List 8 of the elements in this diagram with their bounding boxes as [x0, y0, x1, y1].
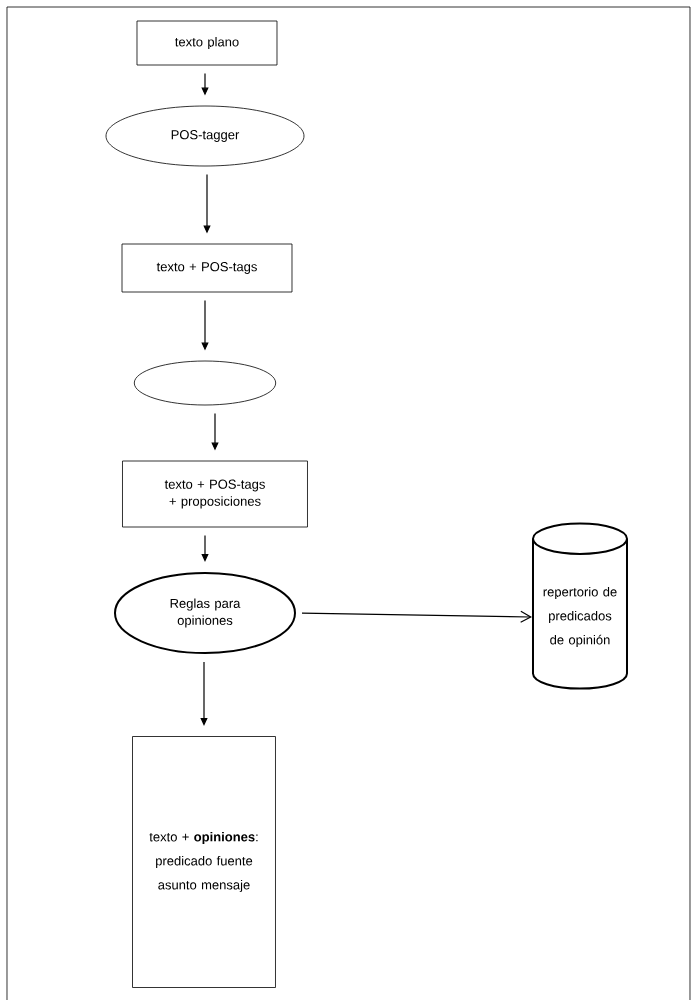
- process-box: texto + POS-tags + proposiciones: [122, 460, 308, 528]
- arrow: [201, 534, 209, 562]
- output-box: texto + opiniones: predicado fuente asunto mensaje: [132, 736, 276, 988]
- arrow: [301, 610, 532, 623]
- process-box: texto + POS-tags: [121, 243, 293, 293]
- process-box: texto plano: [136, 20, 278, 66]
- database-cylinder: repertorio de predicados de opinión: [532, 522, 628, 690]
- process-ellipse: [133, 360, 277, 406]
